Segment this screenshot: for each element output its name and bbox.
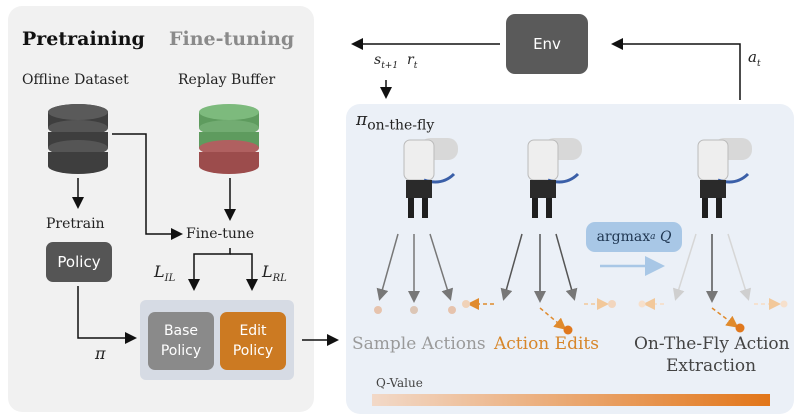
q-value-gradient-bar [372,394,770,406]
loss-il: LIL [154,262,176,285]
action-edits-label: Action Edits [494,334,599,354]
offline-dataset-label: Offline Dataset [22,72,129,88]
pretraining-title: Pretraining [22,28,145,50]
pi-label: π [95,344,106,363]
finetuning-title: Fine-tuning [169,28,295,50]
policy-box: Policy [46,242,112,282]
sample-actions-label: Sample Actions [352,334,486,354]
replay-buffer-label: Replay Buffer [178,72,276,88]
robot-arm-icon [403,138,458,218]
base-policy-box: Base Policy [148,312,214,370]
robot-arm-icon [697,138,752,218]
q-value-label: Q-Value [376,376,423,390]
edit-policy-box: Edit Policy [220,312,286,370]
env-box: Env [506,14,588,74]
finetune-label: Fine-tune [186,226,255,242]
action-label: at [748,48,761,69]
on-the-fly-title: πon-the-fly [356,110,435,134]
robot-arm-icon [527,138,582,218]
offline-dataset-icon [48,104,108,174]
extraction-label-line2: Extraction [666,356,757,376]
loss-rl: LRL [262,262,287,285]
state-reward-label: st+1 rt [374,52,418,71]
replay-buffer-icon [199,104,259,174]
pretrain-label: Pretrain [46,216,105,232]
extraction-label-line1: On-The-Fly Action [634,334,790,354]
